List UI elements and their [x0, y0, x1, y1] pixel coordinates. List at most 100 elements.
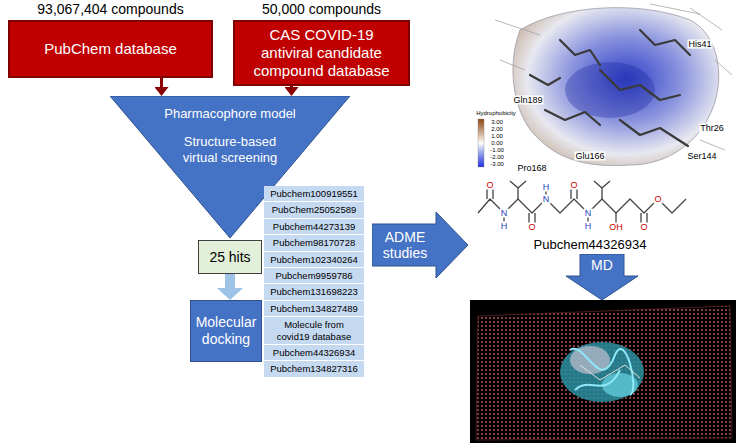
- molecule-structure: [510, 181, 526, 199]
- atom-label: H: [584, 222, 593, 231]
- hit-name: Pubchem100919551: [267, 188, 361, 199]
- hit-name: Pubchem134827489: [267, 303, 361, 314]
- hit-list-cell: Pubchem9959786: [264, 268, 364, 284]
- box-text: 25 hits: [203, 249, 257, 266]
- right-arrow-shape: ADME studies: [372, 212, 468, 278]
- molecule-structure: [478, 181, 686, 224]
- atom-label: H: [500, 222, 509, 231]
- hit-list-cell: Pubchem44326934: [264, 345, 364, 361]
- scale-title: Hydrophobicity: [475, 110, 517, 116]
- count-heading: 93,067,404 compounds: [8, 0, 213, 18]
- molecule-structure: [571, 188, 577, 199]
- protein-surface-figure: [513, 8, 719, 166]
- hit-name: Molecule from covid19 database: [267, 319, 361, 342]
- protein-surface-figure: [640, 30, 690, 55]
- scale-value: 1.00: [490, 133, 504, 139]
- md-simulation-image: [570, 349, 633, 395]
- atom-label: N: [500, 209, 509, 218]
- compound-name: Pubchem44326934: [533, 238, 648, 251]
- md-simulation-image: [476, 306, 732, 440]
- arrow-text: MD: [580, 257, 624, 273]
- scale-value: 0.00: [490, 140, 504, 146]
- down-arrow-shape: MD: [566, 254, 638, 300]
- hit-list-cell: Pubchem134827316: [264, 361, 364, 377]
- funnel-text: Pharmacophore model: [132, 106, 328, 122]
- scale-value: -3.00: [489, 161, 505, 167]
- molecule-structure: [594, 181, 610, 199]
- block-arrow: [566, 254, 638, 300]
- arrow-text-area: ADME studies: [375, 225, 435, 265]
- flow-arrow: [290, 86, 293, 87]
- hit-list-cell: Pubchem131698223: [264, 284, 364, 300]
- protein-surface-figure: [560, 40, 600, 65]
- protein-surface-figure: [478, 4, 732, 167]
- scale-value: -1.00: [489, 147, 505, 153]
- atom-label: O: [639, 223, 648, 232]
- protein-surface-figure: [545, 110, 600, 125]
- atom-label: O: [485, 181, 494, 190]
- hit-name: PubChem25052589: [267, 204, 361, 215]
- callout-box: PubChem database: [8, 20, 213, 78]
- md-simulation-image: [580, 365, 640, 380]
- protein-surface-figure: [600, 70, 680, 100]
- process-box: Molecular docking: [190, 300, 262, 362]
- atom-label: N: [542, 195, 551, 204]
- hit-list-cell: Pubchem102340264: [264, 252, 364, 268]
- hits-box: 25 hits: [198, 240, 262, 274]
- hit-name: Pubchem44273139: [267, 221, 361, 232]
- atom-label: O: [653, 195, 662, 204]
- molecule-structure: [615, 213, 616, 223]
- hit-name: Pubchem131698223: [267, 286, 361, 297]
- arrow-text: ADME studies: [375, 229, 435, 261]
- residue-label: Glu166: [574, 152, 605, 161]
- hit-name: Pubchem102340264: [267, 254, 361, 265]
- protein-surface-figure: [530, 75, 560, 85]
- protein-surface-figure: [565, 62, 655, 118]
- funnel-text: Structure-based virtual screening: [174, 134, 286, 165]
- count-heading: 50,000 compounds: [233, 0, 410, 18]
- residue-label: Thr26: [699, 124, 725, 133]
- hit-list-cell: Molecule from covid19 database: [264, 317, 364, 345]
- atom-label: O: [569, 181, 578, 190]
- molecule-structure: [487, 188, 493, 199]
- flow-arrow: [225, 274, 235, 288]
- residue-label: Gln189: [512, 96, 543, 105]
- hit-name: Pubchem44326934: [267, 347, 361, 358]
- hit-list-cell: Pubchem98170728: [264, 235, 364, 251]
- block-arrow: [372, 212, 468, 278]
- callout-box: CAS COVID-19 antiviral candidate compoun…: [233, 20, 410, 86]
- residue-label: Ser144: [686, 152, 717, 161]
- database-name: PubChem database: [18, 40, 203, 58]
- flow-arrow: [160, 78, 163, 87]
- protein-surface-figure: [530, 30, 690, 146]
- md-simulation-image: [560, 342, 644, 402]
- hit-list-cell: PubChem25052589: [264, 202, 364, 218]
- protein-surface-figure: [495, 4, 732, 150]
- hit-list-cell: Pubchem134827489: [264, 301, 364, 317]
- scale-value: 2.00: [490, 126, 504, 132]
- box-text: Molecular docking: [195, 314, 257, 348]
- residue-label: Pro168: [516, 164, 547, 173]
- atom-label: H: [542, 183, 551, 192]
- protein-surface-figure: [478, 119, 484, 167]
- md-simulation-image: [470, 300, 736, 443]
- scale-value: 3.00: [490, 119, 504, 125]
- hit-list-cell: Pubchem44273139: [264, 219, 364, 235]
- hit-name: Pubchem134827316: [267, 363, 361, 374]
- residue-label: His41: [687, 40, 712, 49]
- database-callout: 50,000 compoundsCAS COVID-19 antiviral c…: [233, 0, 410, 86]
- database-callout: 93,067,404 compoundsPubChem database: [8, 0, 213, 78]
- protein-surface-figure: [495, 4, 732, 150]
- atom-label: N: [584, 209, 593, 218]
- hit-name: Pubchem98170728: [267, 237, 361, 248]
- hit-list-cell: Pubchem100919551: [264, 186, 364, 202]
- hit-name: Pubchem9959786: [267, 270, 361, 281]
- scale-value: -2.00: [489, 154, 505, 160]
- arrow-text-area: MD: [580, 255, 624, 276]
- atom-label: OH: [608, 223, 624, 232]
- protein-surface-figure: [620, 120, 688, 146]
- md-simulation-image: [470, 300, 736, 443]
- atom-label: O: [527, 223, 536, 232]
- database-name: CAS COVID-19 antiviral candidate compoun…: [243, 26, 400, 80]
